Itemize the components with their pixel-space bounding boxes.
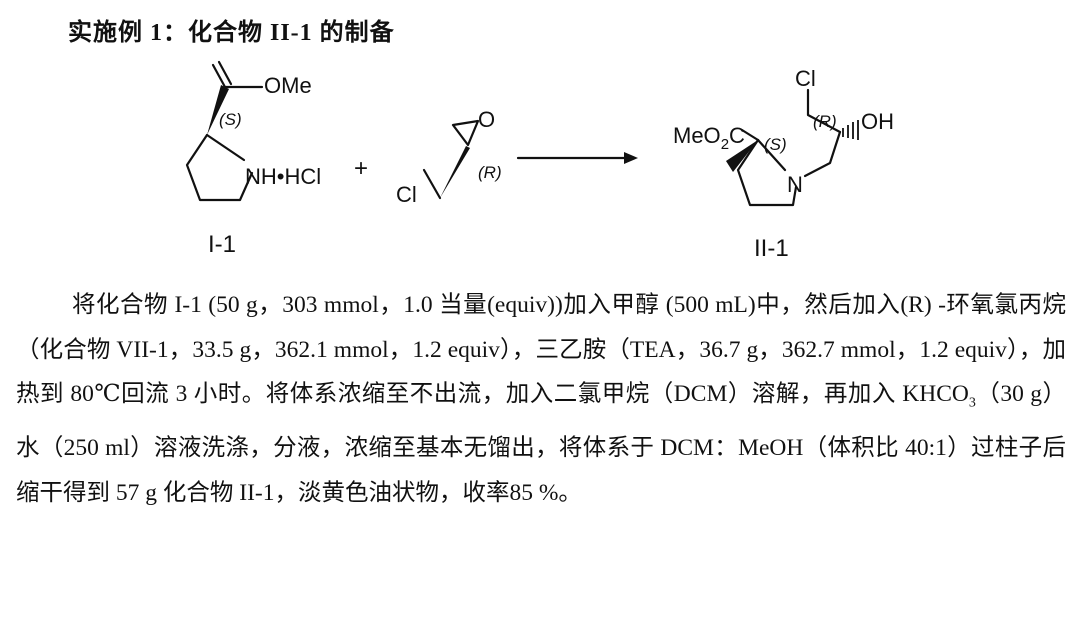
i1-nh-hcl: NH•HCl (245, 164, 321, 189)
ii1-oh: OH (861, 109, 894, 134)
ii1-c-ester (740, 128, 760, 142)
ii1-chain (806, 88, 842, 134)
procedure-part2: （30 g）水（250 ml）溶液洗涤，分液，浓缩至基本无馏出，将体系于 DCM… (16, 381, 1067, 507)
i1-wedge (207, 85, 229, 135)
epoxide-stereo: (R) (478, 163, 502, 182)
i1-label: I-1 (208, 231, 236, 258)
i1-c2-n (205, 133, 246, 162)
i1-stereo: (S) (219, 110, 242, 129)
ii1-label: II-1 (754, 235, 789, 262)
i1-ome: OMe (264, 73, 312, 98)
procedure-text: 将化合物 I-1 (50 g，303 mmol，1.0 当量(equiv))加入… (16, 283, 1066, 516)
epoxide-ring (451, 119, 480, 147)
ii1-c-n (756, 138, 787, 172)
ii1-ring (736, 138, 798, 207)
i1-carbonyl (211, 60, 233, 89)
reaction-scheme: OMe (S) NH•HCl I-1 + O (R) Cl Cl (R) OH … (185, 60, 894, 262)
reaction-arrow-head (624, 152, 638, 164)
epoxide-cl: Cl (396, 182, 417, 207)
ii1-n-ch2 (803, 130, 842, 178)
procedure-part1: 将化合物 I-1 (50 g，303 mmol，1.0 当量(equiv))加入… (16, 292, 1066, 408)
plus-sign: + (354, 155, 368, 182)
section-heading: 实施例 1：化合物 II-1 的制备 (68, 20, 395, 46)
ii1-stereo-ring: (S) (764, 135, 787, 154)
ii1-n: N (787, 172, 803, 197)
ii1-wedge (726, 140, 758, 172)
i1-ring (185, 133, 254, 202)
procedure-subscript: 3 (968, 395, 976, 411)
epoxide-wedge (440, 146, 470, 198)
procedure-paragraph: 将化合物 I-1 (50 g，303 mmol，1.0 当量(equiv))加入… (16, 283, 1066, 516)
epoxide-chain (422, 168, 442, 200)
ii1-stereo-chain: (R) (813, 112, 837, 131)
ii1-ester: MeO2C (673, 123, 745, 153)
epoxide-o: O (478, 107, 495, 132)
ii1-cl: Cl (795, 66, 816, 91)
